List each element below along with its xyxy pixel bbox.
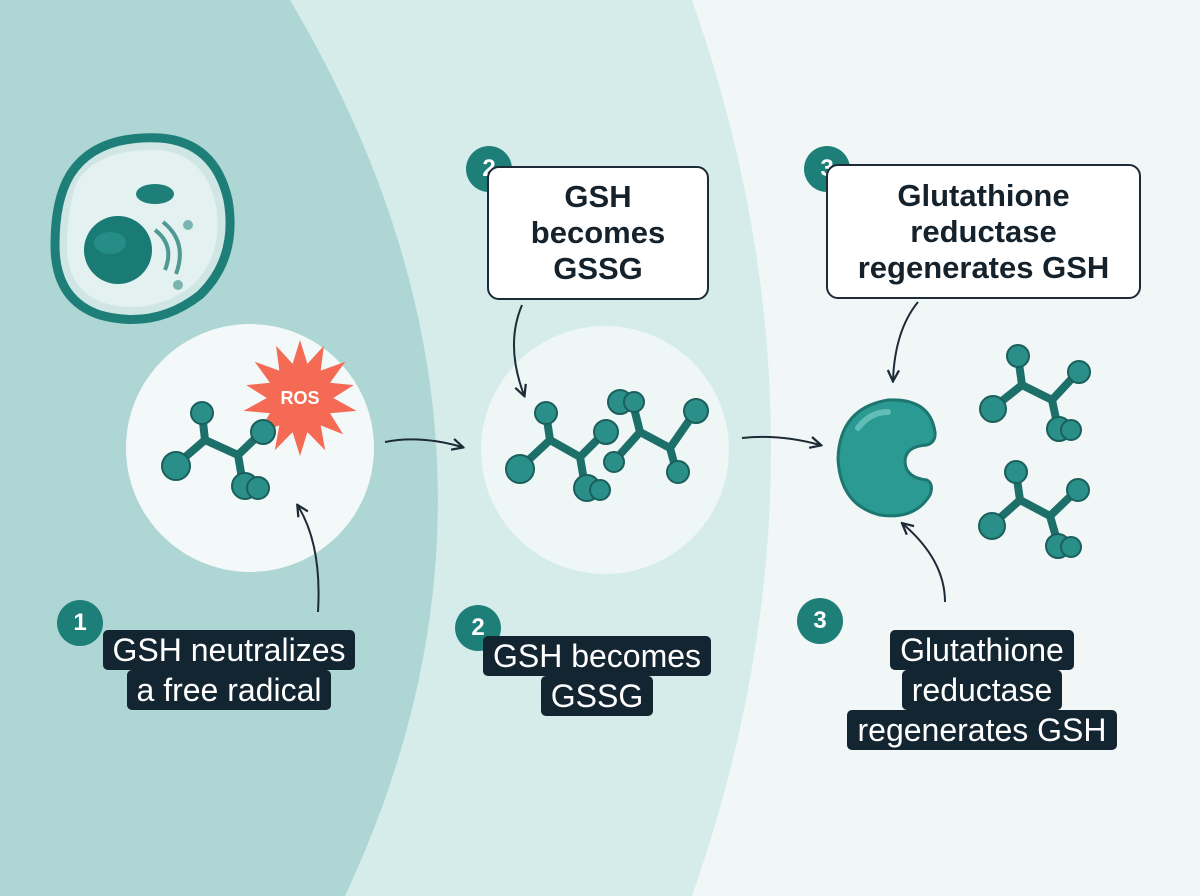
arrow-icon bbox=[513, 304, 524, 395]
step-2-label: GSH becomes GSSG bbox=[455, 636, 739, 716]
step-3-label: Glutathione reductase regenerates GSH bbox=[812, 630, 1152, 750]
arrow-icon bbox=[903, 524, 946, 603]
step-2-callout-line-1: GSH bbox=[564, 179, 632, 214]
step-3-label-line-1: Glutathione bbox=[890, 630, 1074, 670]
step-3-callout-box: Glutathione reductase regenerates GSH bbox=[826, 164, 1141, 299]
step-3-callout-line-3: regenerates GSH bbox=[857, 249, 1110, 285]
step-3-label-line-3: regenerates GSH bbox=[847, 710, 1117, 750]
step-1-label-line-2: a free radical bbox=[126, 670, 332, 710]
cell-icon bbox=[50, 133, 235, 324]
step-1-badge: 1 bbox=[57, 600, 103, 646]
enzyme-icon bbox=[836, 398, 937, 518]
gsh-molecule-step-1 bbox=[161, 401, 276, 500]
arrow-icon bbox=[298, 506, 320, 613]
step-2-label-line-2: GSSG bbox=[540, 676, 654, 716]
step-3-label-line-2: reductase bbox=[901, 670, 1063, 710]
step-2-label-line-1: GSH becomes bbox=[482, 636, 712, 676]
arrow-icon bbox=[741, 435, 820, 445]
gsh-molecule-step-3-top bbox=[979, 344, 1091, 442]
step-2-callout-line-2: becomes bbox=[530, 215, 666, 250]
step-3-callout-line-2: reductase bbox=[910, 213, 1057, 249]
ros-label: ROS bbox=[280, 388, 319, 408]
arrow-icon bbox=[384, 439, 462, 447]
step-1-label: GSH neutralizes a free radical bbox=[84, 630, 374, 710]
gsh-molecule-step-3-bottom bbox=[978, 460, 1090, 559]
step-3-callout-line-1: Glutathione bbox=[897, 177, 1070, 213]
step-2-callout-line-3: GSSG bbox=[553, 251, 643, 286]
gssg-molecule-icon bbox=[505, 389, 709, 502]
step-3-bottom-badge: 3 bbox=[797, 598, 843, 644]
arrow-icon bbox=[893, 301, 919, 380]
step-2-callout-box: GSH becomes GSSG bbox=[487, 166, 709, 300]
step-1-label-line-1: GSH neutralizes bbox=[102, 630, 356, 670]
step-2-circle bbox=[481, 326, 729, 574]
